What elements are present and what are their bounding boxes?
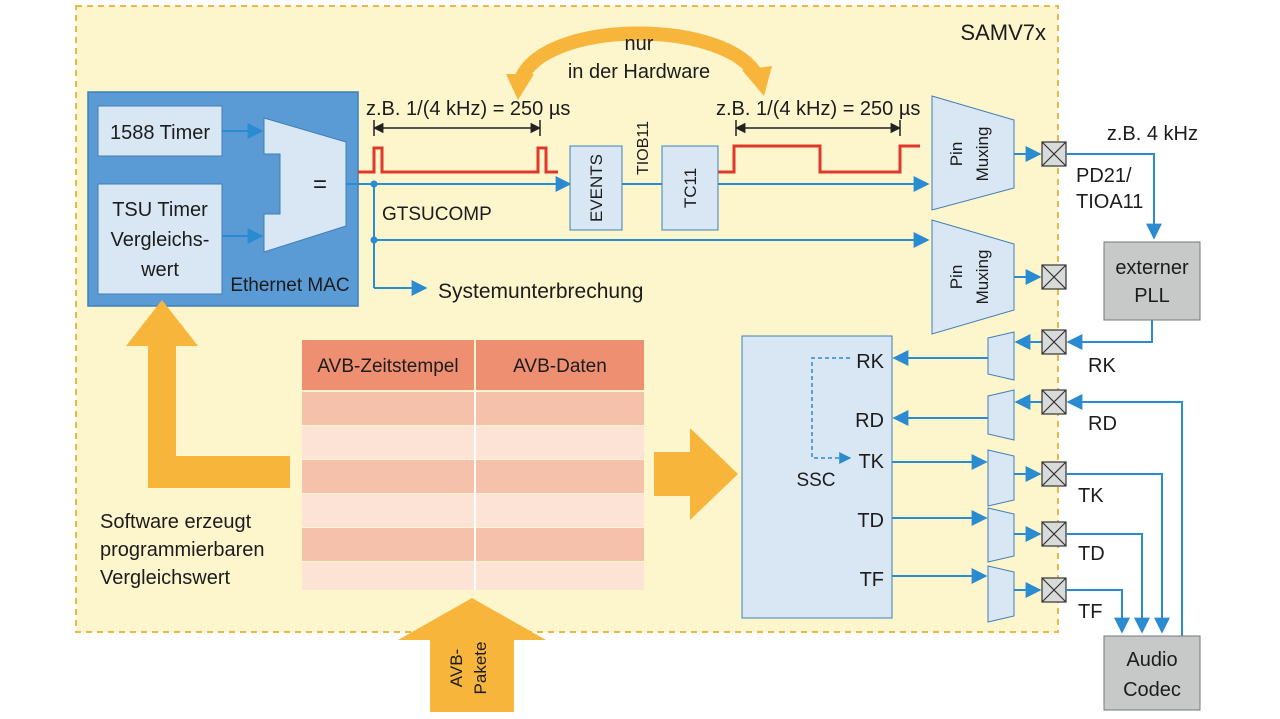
software-arrow: [126, 300, 290, 488]
tsu-timer-line1: TSU Timer: [112, 199, 208, 221]
tsu-timer-line2: Vergleichs-: [111, 229, 210, 251]
pd21-label: PD21/: [1076, 165, 1132, 187]
ssc-port-rk: RK: [856, 351, 884, 373]
avb-header-zeitstempel-label: AVB-Zeitstempel: [317, 356, 458, 377]
chip-label: SAMV7x: [960, 20, 1046, 45]
audio-codec-block: [1103, 635, 1201, 711]
tk-to-codec-line: [1066, 473, 1170, 634]
table-to-ssc-arrow: [654, 428, 738, 520]
comparator-symbol: =: [313, 171, 327, 198]
pin-label-rk: RK: [1088, 355, 1116, 377]
avb-row-4: [302, 494, 644, 527]
pad-pd21: [1041, 141, 1067, 167]
avb-row-2: [302, 426, 644, 459]
pin-muxing-1: [931, 95, 1015, 211]
timer-1588-block: [97, 105, 223, 157]
pin-label-td: TD: [1078, 543, 1105, 565]
pad-tf: [1041, 577, 1067, 603]
ssc-label: SSC: [796, 470, 835, 491]
mux-rk: [987, 331, 1015, 381]
tc11-label: TC11: [681, 168, 700, 208]
pll-to-rk-pad: [1066, 320, 1153, 350]
pin-muxing-2-line2: Muxing: [973, 250, 992, 305]
td-to-codec-line: [1066, 533, 1150, 634]
external-pll-block: [1103, 241, 1201, 321]
hardware-curve-head-right: [742, 66, 772, 96]
avb-packets-arrow: [398, 598, 546, 712]
external-pll-line1: externer: [1115, 257, 1189, 279]
timing-left-label: z.B. 1/(4 kHz) = 250 µs: [366, 98, 570, 120]
square-signal-right: [718, 144, 920, 174]
pin-muxing-2: [931, 219, 1015, 335]
software-note-line3: Vergleichswert: [100, 567, 231, 589]
timer-1588-label: 1588 Timer: [110, 122, 210, 144]
avb-header-daten-label: AVB-Daten: [513, 356, 607, 377]
ssc-block: [741, 335, 893, 619]
ethernet-mac-label: Ethernet MAC: [230, 275, 349, 296]
hardware-note-line2: in der Hardware: [568, 61, 710, 83]
hardware-curve-arrow: [513, 26, 765, 85]
pin-muxing-2-line1: Pin: [947, 265, 966, 290]
ssc-port-tk: TK: [858, 451, 884, 473]
pad-rk: [1041, 329, 1067, 355]
ssc-port-rd: RD: [855, 410, 884, 432]
ssc-port-tf: TF: [860, 569, 884, 591]
systemunterbrechung-label: Systemunterbrechung: [438, 280, 643, 303]
gtsucomp-label: GTSUCOMP: [382, 204, 492, 225]
freq-label: z.B. 4 kHz: [1107, 123, 1198, 145]
software-note-line1: Software erzeugt: [100, 511, 252, 533]
events-label: EVENTS: [587, 154, 606, 222]
avb-row-6: [302, 562, 644, 590]
avb-header-zeitstempel: [302, 340, 474, 390]
mux-tk: [987, 449, 1015, 507]
pin-label-tk: TK: [1078, 485, 1104, 507]
codec-to-rd-line: [1066, 394, 1183, 636]
tf-to-codec-line: [1066, 589, 1130, 634]
pad-td: [1041, 521, 1067, 547]
tc11-block: [661, 145, 719, 231]
mux-tf: [987, 565, 1015, 623]
tsu-timer-block: [97, 183, 223, 295]
avb-packets-line1: AVB-: [447, 649, 466, 687]
pin-label-rd: RD: [1088, 413, 1117, 435]
avb-row-3: [302, 460, 644, 493]
timing-right-label: z.B. 1/(4 kHz) = 250 µs: [716, 98, 920, 120]
mux-td: [987, 507, 1015, 563]
pulse-signal-left: [358, 146, 558, 174]
pin-muxing-1-line2: Muxing: [973, 127, 992, 182]
pad-rd: [1041, 389, 1067, 415]
tioa11-label: TIOA11: [1076, 191, 1143, 213]
avb-header-daten: [476, 340, 644, 390]
pin-muxing-1-line1: Pin: [947, 142, 966, 167]
avb-row-1: [302, 392, 644, 425]
tsu-timer-line3: wert: [140, 259, 179, 281]
audio-codec-line2: Codec: [1123, 679, 1181, 701]
mux-rd: [987, 389, 1015, 441]
hardware-curve-head-left: [506, 74, 534, 100]
ssc-port-td: TD: [857, 510, 884, 532]
tiob11-label: TIOB11: [635, 121, 652, 175]
pad-tk: [1041, 461, 1067, 487]
pin-label-tf: TF: [1078, 601, 1102, 623]
avb-table: AVB-Zeitstempel AVB-Daten: [302, 340, 644, 590]
hardware-note-line1: nur: [625, 33, 654, 55]
pd21-to-pll-line: [1066, 153, 1162, 240]
external-pll-line2: PLL: [1134, 285, 1170, 307]
events-block: [569, 145, 623, 231]
comparator-shape: [263, 117, 347, 253]
pad-mux2: [1041, 264, 1067, 290]
ssc-loopback-dashed: [811, 357, 852, 464]
avb-row-5: [302, 528, 644, 561]
avb-packets-line2: Pakete: [471, 642, 490, 695]
audio-codec-line1: Audio: [1126, 649, 1177, 671]
software-note-line2: programmierbaren: [100, 539, 265, 561]
